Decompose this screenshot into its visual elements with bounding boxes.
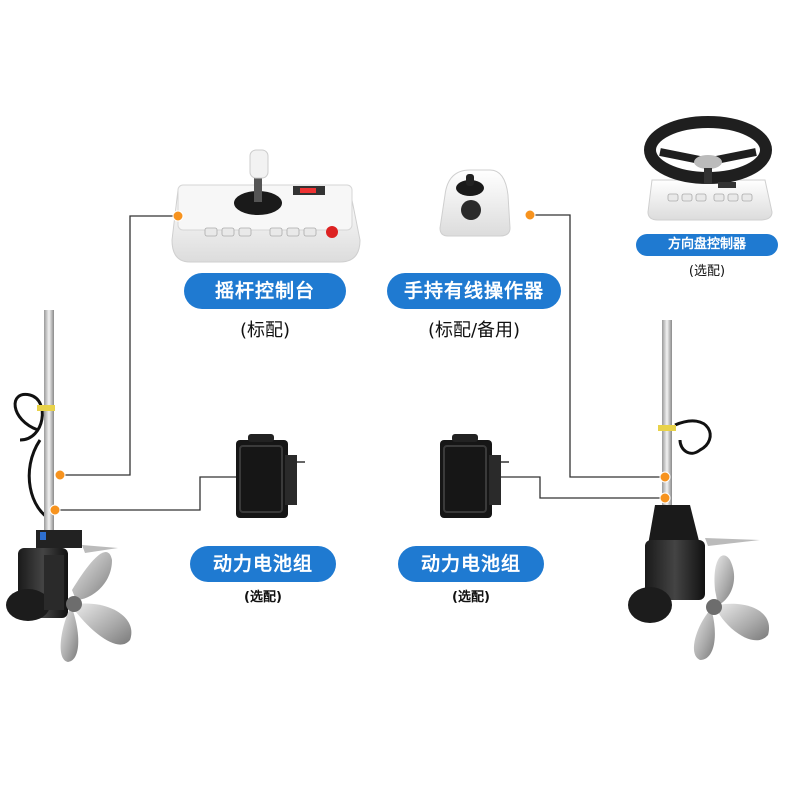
- steering-wheel-image: [644, 116, 773, 221]
- wire-battery-left: [55, 476, 240, 511]
- right-thruster: [628, 320, 770, 660]
- note-handheld-controller: (标配/备用): [427, 320, 521, 341]
- label-joystick-console: 摇杆控制台: [184, 273, 346, 309]
- battery-right-image: [440, 434, 509, 518]
- label-battery-left: 动力电池组: [190, 546, 336, 582]
- wire-handheld: [530, 214, 665, 478]
- note-joystick-console: (标配): [239, 320, 291, 341]
- label-handheld-controller: 手持有线操作器: [387, 273, 561, 309]
- battery-left-image: [236, 434, 305, 518]
- joystick-console-image: [171, 149, 361, 263]
- wire-joystick: [60, 215, 178, 476]
- note-battery-left: (选配): [244, 590, 282, 605]
- note-battery-right: (选配): [452, 590, 490, 605]
- connector-dot: [659, 471, 671, 483]
- left-thruster: [6, 310, 132, 662]
- label-steering-wheel: 方向盘控制器: [636, 234, 778, 256]
- connector-dot: [49, 504, 61, 516]
- note-steering-wheel: (选配): [688, 264, 726, 279]
- label-battery-right: 动力电池组: [398, 546, 544, 582]
- connector-dots: [49, 209, 671, 516]
- wire-battery-right: [495, 476, 665, 499]
- connector-dot: [172, 210, 184, 222]
- handheld-controller-image: [439, 169, 511, 237]
- connection-wires: [55, 214, 665, 511]
- connector-dot: [524, 209, 536, 221]
- connector-dot: [54, 469, 66, 481]
- connector-dot: [659, 492, 671, 504]
